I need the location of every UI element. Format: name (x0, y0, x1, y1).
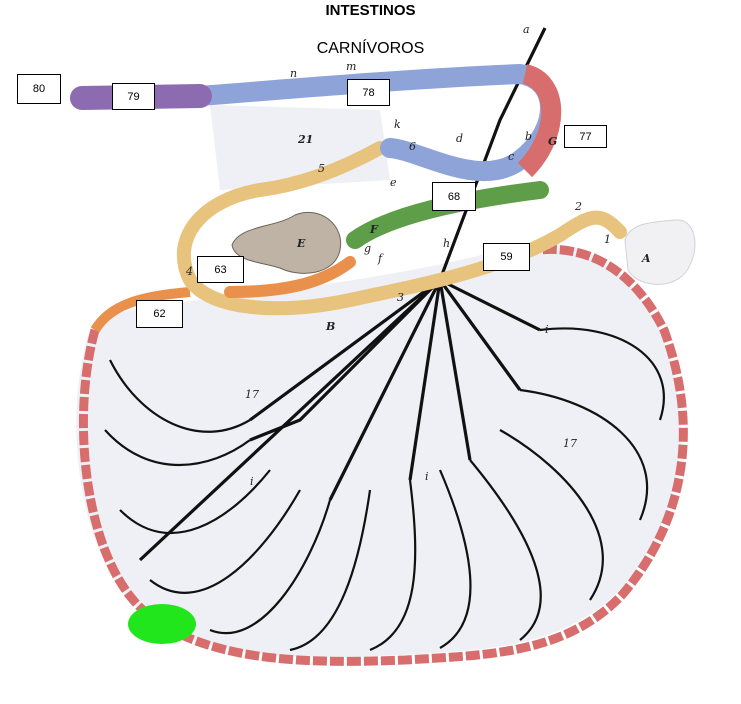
page-subtitle: CARNÍVOROS (316, 40, 425, 57)
jejunum-loop (176, 141, 627, 316)
annotation-k: k (394, 118, 401, 131)
annotation-i-center: i (425, 470, 429, 483)
label-box-77: 77 (564, 125, 607, 148)
label-box-80: 80 (17, 74, 61, 104)
colon-red-segment (517, 64, 562, 178)
annotation-4: 4 (185, 265, 193, 278)
annotation-g: g (364, 242, 371, 255)
annotation-G: G (548, 135, 557, 148)
annotation-2: 2 (574, 200, 582, 213)
label-box-63: 63 (197, 256, 244, 283)
annotation-6: 6 (409, 140, 416, 153)
annotation-i-top: i (545, 323, 549, 336)
annotation-B: B (325, 320, 335, 333)
label-box-78: 78 (347, 79, 390, 106)
annotation-h: h (443, 237, 450, 250)
label-box-59: 59 (483, 243, 530, 271)
green-marker (128, 604, 196, 644)
annotation-17-right: 17 (563, 437, 577, 450)
annotation-5: 5 (318, 162, 325, 175)
label-box-62: 62 (136, 300, 183, 328)
annotation-A: A (641, 252, 651, 265)
annotation-c: c (508, 150, 514, 163)
annotation-e: e (390, 176, 397, 189)
vessel-arcades (104, 327, 665, 652)
annotation-m: m (346, 60, 356, 73)
annotation-i-left: i (250, 475, 254, 488)
annotation-d: d (456, 132, 463, 145)
annotation-F: F (369, 223, 379, 236)
annotation-b: b (525, 130, 532, 143)
small-intestine-wall (79, 244, 688, 666)
annotation-17-left: 17 (245, 388, 259, 401)
annotation-E: E (296, 237, 306, 250)
mesenteric-artery (138, 27, 547, 562)
ileum-segment (90, 287, 191, 333)
annotation-a: a (523, 23, 530, 36)
mesentery (76, 242, 681, 658)
cecum (346, 181, 549, 249)
annotation-3: 3 (397, 291, 404, 304)
ileum-orange (224, 256, 356, 298)
stomach (624, 219, 696, 285)
annotation-n: n (290, 67, 297, 80)
cecum-body (231, 211, 342, 274)
label-box-68: 68 (432, 182, 476, 211)
annotation-1: 1 (604, 233, 611, 246)
label-box-79: 79 (112, 83, 155, 110)
annotation-f: f (377, 252, 384, 265)
page-title: INTESTINOS (325, 2, 416, 19)
annotation-21: 21 (297, 133, 313, 146)
